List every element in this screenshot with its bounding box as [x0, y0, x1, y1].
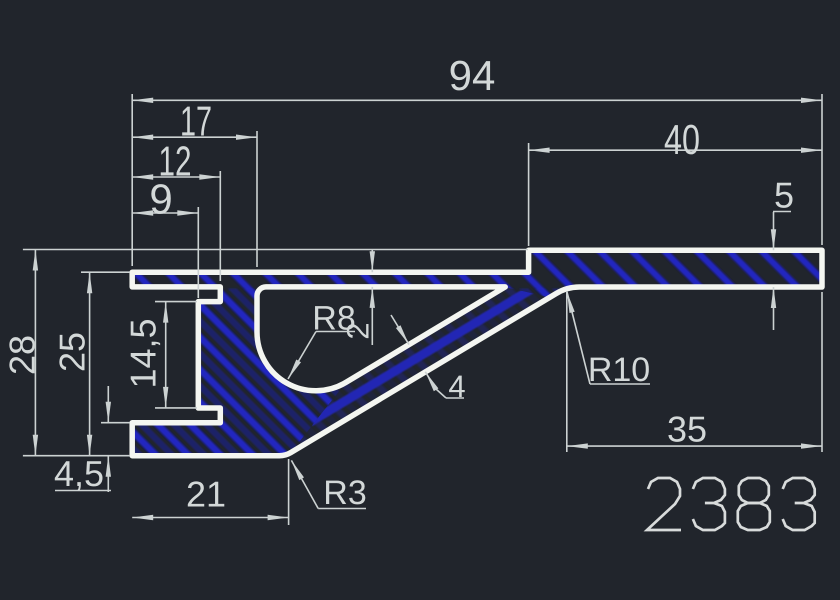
svg-text:2: 2 — [341, 322, 376, 339]
svg-text:4: 4 — [448, 369, 465, 404]
svg-text:12: 12 — [159, 138, 192, 185]
svg-text:25: 25 — [52, 332, 93, 372]
svg-text:14,5: 14,5 — [123, 318, 164, 388]
svg-text:17: 17 — [180, 98, 212, 145]
svg-text:R8: R8 — [312, 300, 355, 338]
svg-text:R10: R10 — [588, 351, 650, 389]
svg-text:5: 5 — [774, 175, 794, 216]
svg-text:94: 94 — [449, 52, 496, 99]
svg-text:4,5: 4,5 — [54, 453, 104, 494]
svg-text:9: 9 — [149, 176, 172, 223]
svg-text:28: 28 — [2, 335, 43, 375]
svg-text:40: 40 — [664, 116, 700, 163]
svg-text:21: 21 — [186, 474, 226, 515]
svg-text:35: 35 — [667, 409, 707, 450]
svg-text:R3: R3 — [323, 474, 366, 512]
